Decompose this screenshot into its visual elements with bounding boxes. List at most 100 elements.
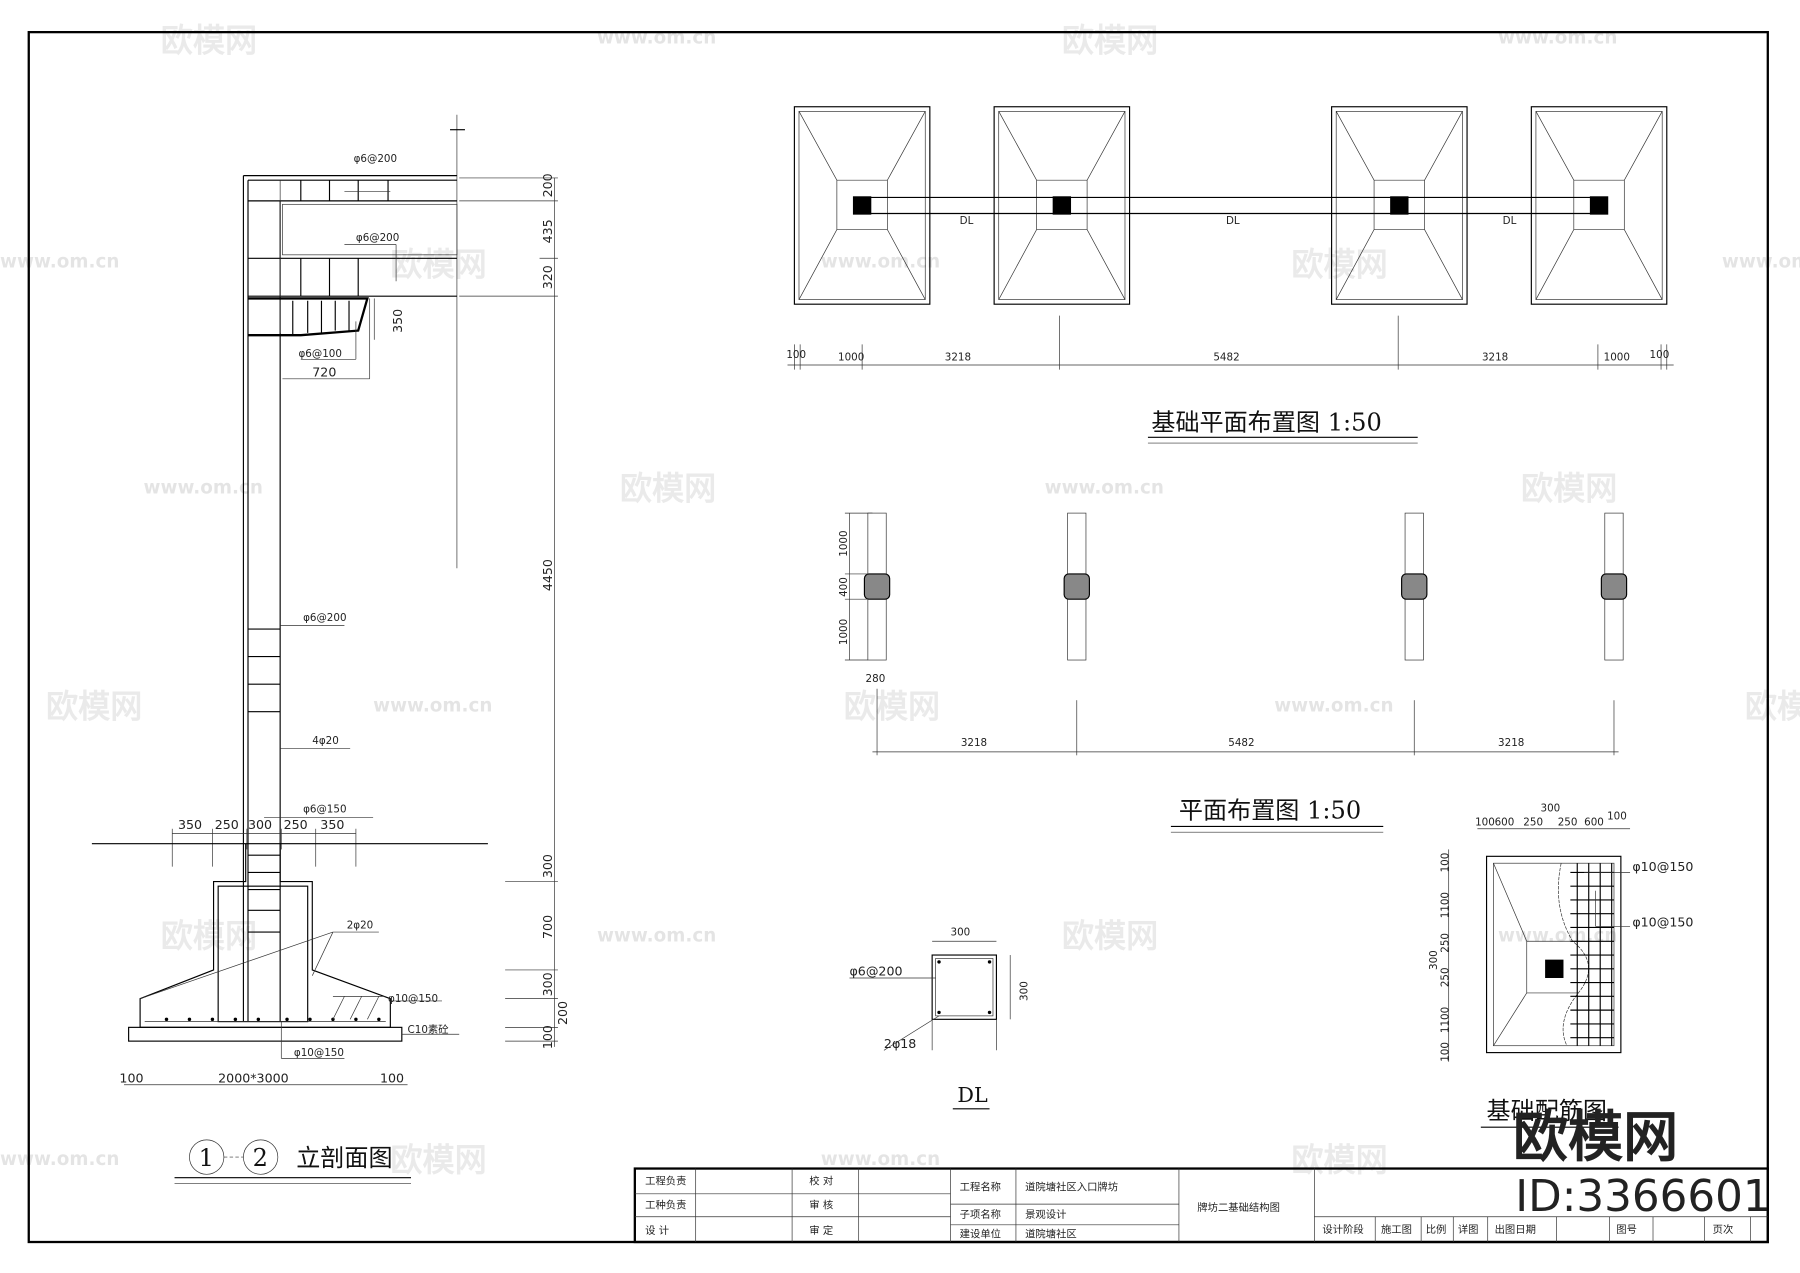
rebar-label: 2φ20 [347,920,374,932]
dim-label: 5482 [1213,351,1239,363]
dim-label: 720 [312,365,336,380]
dim-label: 100 [1440,1042,1452,1062]
dim-label: 1000 [838,351,864,363]
rebar-label: φ6@150 [303,804,346,816]
rebar-label: φ10@150 [388,993,438,1005]
rebar-label: φ6@200 [849,964,902,979]
watermark-logo: 欧模网 [390,1141,486,1179]
tb-label: 页次 [1713,1223,1734,1236]
watermark-logo: 欧模网 [161,22,257,60]
beam-label: DL [1226,215,1240,227]
dim-label: 250 [1440,933,1452,953]
footing [1331,106,1468,305]
dim-label: 100 [786,349,806,361]
watermark-logo: 欧模网 [1745,687,1800,725]
watermark-logo: 欧模网 [1062,22,1158,60]
column [1589,196,1609,215]
tb-label: 出图日期 [1495,1223,1536,1236]
footing-inner [1535,111,1663,300]
client: 道院塘社区 [1025,1227,1077,1240]
dim-label: 100 [119,1070,143,1085]
footing [1530,106,1668,305]
dim-label: 1000 [838,530,850,556]
dim-label: 250 [284,817,308,832]
tb-label: 子项名称 [960,1208,1001,1221]
watermark-url: www.om.cn [597,28,716,49]
dim-label: 4450 [540,559,555,591]
dim-label: 600 [1584,816,1604,828]
watermark-url: www.om.cn [144,478,263,499]
title-circle: 2 [253,1144,268,1172]
dim-label: 3218 [961,737,987,749]
watermark-logo: 欧模网 [1521,469,1617,507]
dim-label: 1000 [838,619,850,645]
plan-layout [863,512,1628,661]
dim-label: 300 [540,854,555,878]
tb-label: 校 对 [809,1175,833,1188]
dim-label: 2000*3000 [218,1070,289,1085]
dim-label: 3218 [945,351,971,363]
watermarks: 欧模网欧模网欧模网欧模网欧模网欧模网欧模网欧模网欧模网欧模网欧模网欧模网欧模网w… [0,22,1800,1179]
rebar-label: φ6@200 [303,612,346,624]
rebar-label: φ10@150 [1632,859,1693,874]
beam-section-title: DL [957,1083,988,1107]
dim-label: 3218 [1498,737,1524,749]
tb-label: 详图 [1458,1223,1479,1236]
tb-label: 设计阶段 [1322,1223,1363,1236]
foundation-plan [793,106,1668,305]
tb-label: 施工图 [1381,1223,1412,1236]
footing-rebar-title: 基础配筋图 [1487,1097,1607,1125]
column-strip [1063,512,1090,661]
beam-label: DL [960,215,974,227]
dim-label: 5482 [1228,737,1254,749]
watermark-url: www.om.cn [821,1149,940,1170]
dim-label: 250 [215,817,239,832]
sub-project: 景观设计 [1025,1208,1066,1221]
rebar-label: φ10@150 [1632,914,1693,929]
dim-label: 350 [390,309,405,333]
drawing-name: 牌坊二基础结构图 [1197,1201,1280,1214]
rebar-label: φ6@100 [299,348,342,360]
dim-label: 250 [1523,816,1543,828]
footing-slope [998,111,1126,300]
title-block: 工程负责 校 对 工种负责 审 核 设 计 审 定 工程名称 道院塘社区入口牌坊… [633,1167,1769,1244]
dim-label: 280 [866,673,886,685]
column-hatch [1401,573,1428,600]
beam-section: 300 300 φ6@200 2φ18 DL [849,927,1030,1110]
dim-label: 300 [540,972,555,996]
dim-label: 300 [248,817,272,832]
dim-label: 100 [1475,816,1495,828]
column-hatch [1600,573,1628,600]
dim-label: 435 [540,219,555,243]
footing-inner [998,111,1126,300]
footing-slope [1335,111,1463,300]
watermark-logo: 欧模网 [620,469,716,507]
watermark-logo: 欧模网 [46,687,142,725]
dim-label: 1100 [1440,892,1452,918]
watermark-url: www.om.cn [1498,925,1617,946]
watermark-logo: 欧模网 [1291,245,1387,283]
watermark-url: www.om.cn [1722,251,1800,272]
footing-outline [793,106,931,305]
dim-label: 3218 [1482,351,1508,363]
footing-inner [1335,111,1463,300]
rebar-label: 2φ18 [884,1036,916,1051]
tb-label: 工程负责 [645,1175,686,1188]
column-strip [1401,512,1428,661]
plan-layout-title: 平面布置图 1:50 [1179,796,1361,824]
column-hatch [1063,573,1090,600]
tb-label: 比例 [1426,1223,1447,1236]
dim-label: 320 [540,265,555,289]
dim-label: 300 [1018,981,1030,1001]
column-strip [863,512,891,661]
footing [993,106,1131,305]
dim-label: 1100 [1440,1007,1452,1033]
footing-outline [1530,106,1668,305]
footing-outline [1331,106,1468,305]
watermark-logo: 欧模网 [1513,1105,1678,1169]
footing-slope [798,111,926,300]
watermark-url: www.om.cn [0,251,119,272]
dim-label: 400 [838,577,850,597]
dim-label: 1000 [1604,351,1630,363]
